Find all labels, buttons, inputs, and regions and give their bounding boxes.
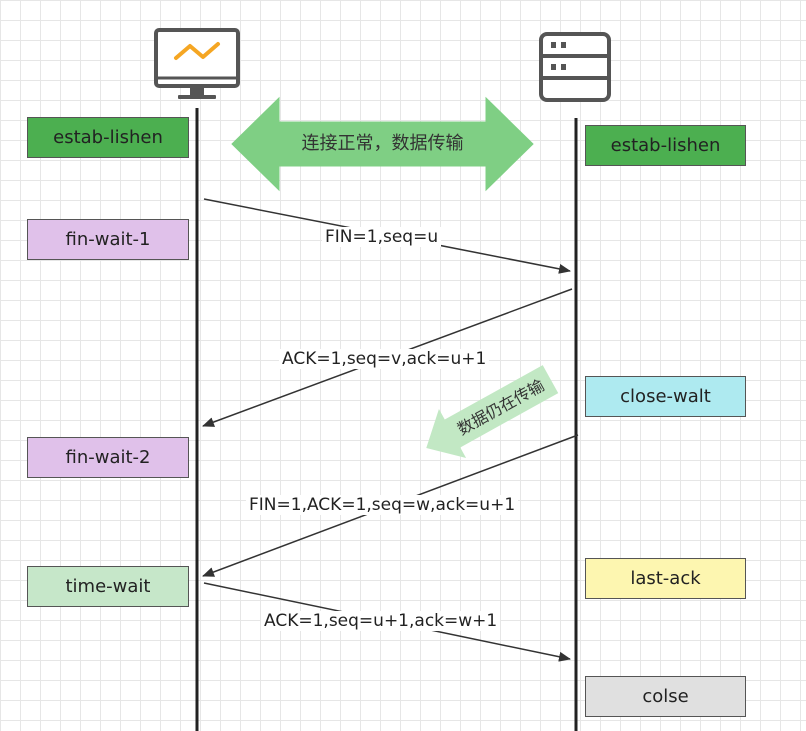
fin2-label: FIN=1,ACK=1,seq=w,ack=u+1 <box>246 495 519 515</box>
server-state-last-ack: last-ack <box>585 558 746 599</box>
client-state-time-wait: time-wait <box>27 566 189 607</box>
monitor-icon <box>154 28 240 99</box>
client-state-fin-wait-1: fin-wait-1 <box>27 219 189 260</box>
server-state-closed: colse <box>585 676 746 717</box>
client-state-fin-wait-2: fin-wait-2 <box>27 437 189 478</box>
connection-banner-label: 连接正常，数据传输 <box>301 133 464 154</box>
server-icon <box>539 32 611 102</box>
still-transmitting-banner: 数据仍在传输 <box>426 365 559 458</box>
ack2-label: ACK=1,seq=u+1,ack=w+1 <box>261 611 501 631</box>
server-state-close-wait: close-walt <box>585 376 746 417</box>
connection-banner-arrow <box>231 96 534 192</box>
fin1-label: FIN=1,seq=u <box>322 227 442 247</box>
server-state-estab: estab-lishen <box>585 125 746 166</box>
client-state-estab: estab-lishen <box>27 117 189 158</box>
ack1-label: ACK=1,seq=v,ack=u+1 <box>279 349 490 369</box>
